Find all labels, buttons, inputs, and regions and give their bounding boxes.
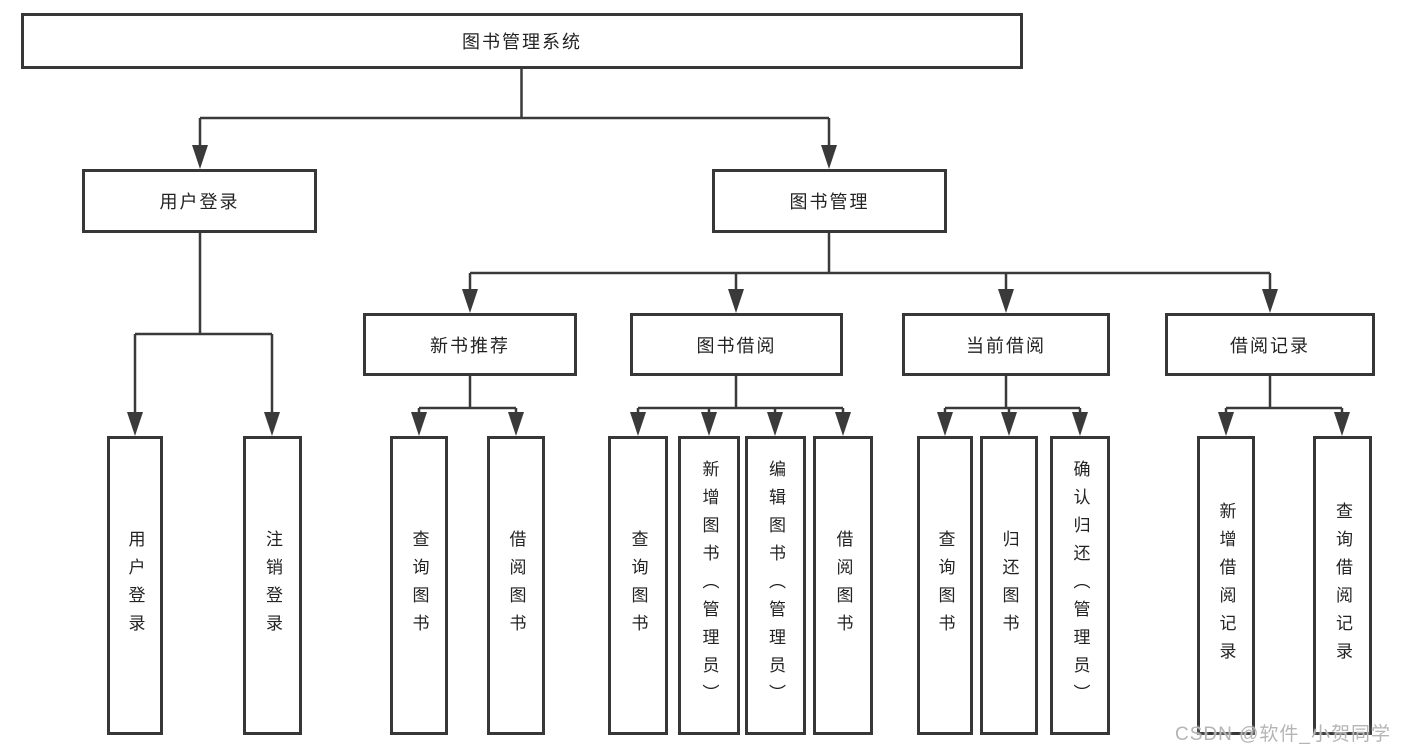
node-book-borrow: 图书借阅 (630, 313, 843, 376)
node-leaf-query-books-2: 查询图书 (608, 436, 668, 735)
leaf-label: 新增图书（管理员） (699, 459, 719, 712)
node-new-book-recommend: 新书推荐 (363, 313, 577, 376)
node-leaf-logout: 注销登录 (243, 436, 302, 735)
node-leaf-query-books-3: 查询图书 (917, 436, 973, 735)
node-leaf-user-login: 用户登录 (107, 436, 163, 735)
node-leaf-confirm-return-admin: 确认归还（管理员） (1050, 436, 1110, 735)
leaf-label: 新增借阅记录 (1216, 501, 1236, 670)
node-root-system: 图书管理系统 (21, 13, 1023, 69)
leaf-label: 归还图书 (999, 529, 1019, 642)
node-leaf-borrow-books-1: 借阅图书 (487, 436, 545, 735)
node-leaf-query-books-1: 查询图书 (390, 436, 448, 735)
node-leaf-borrow-books-2: 借阅图书 (813, 436, 873, 735)
node-leaf-add-borrow-record: 新增借阅记录 (1197, 436, 1255, 735)
node-leaf-add-book-admin: 新增图书（管理员） (678, 436, 740, 735)
node-leaf-return-book: 归还图书 (980, 436, 1038, 735)
leaf-label: 确认归还（管理员） (1070, 459, 1090, 712)
csdn-watermark: CSDN @软件_小贺同学 (1175, 724, 1391, 745)
node-borrow-records: 借阅记录 (1165, 313, 1375, 376)
leaf-label: 查询图书 (935, 529, 955, 642)
leaf-label: 注销登录 (263, 529, 282, 642)
leaf-label: 查询借阅记录 (1333, 501, 1352, 670)
leaf-label: 编辑图书（管理员） (766, 459, 785, 712)
leaf-label: 查询图书 (628, 529, 648, 642)
node-book-management: 图书管理 (712, 169, 947, 233)
leaf-label: 用户登录 (125, 529, 145, 642)
leaf-label: 查询图书 (409, 529, 429, 642)
node-current-borrow: 当前借阅 (902, 313, 1110, 376)
node-leaf-query-borrow-record: 查询借阅记录 (1313, 436, 1372, 735)
node-user-login: 用户登录 (82, 169, 317, 233)
node-leaf-edit-book-admin: 编辑图书（管理员） (745, 436, 806, 735)
leaf-label: 借阅图书 (833, 529, 853, 642)
leaf-label: 借阅图书 (506, 529, 526, 642)
